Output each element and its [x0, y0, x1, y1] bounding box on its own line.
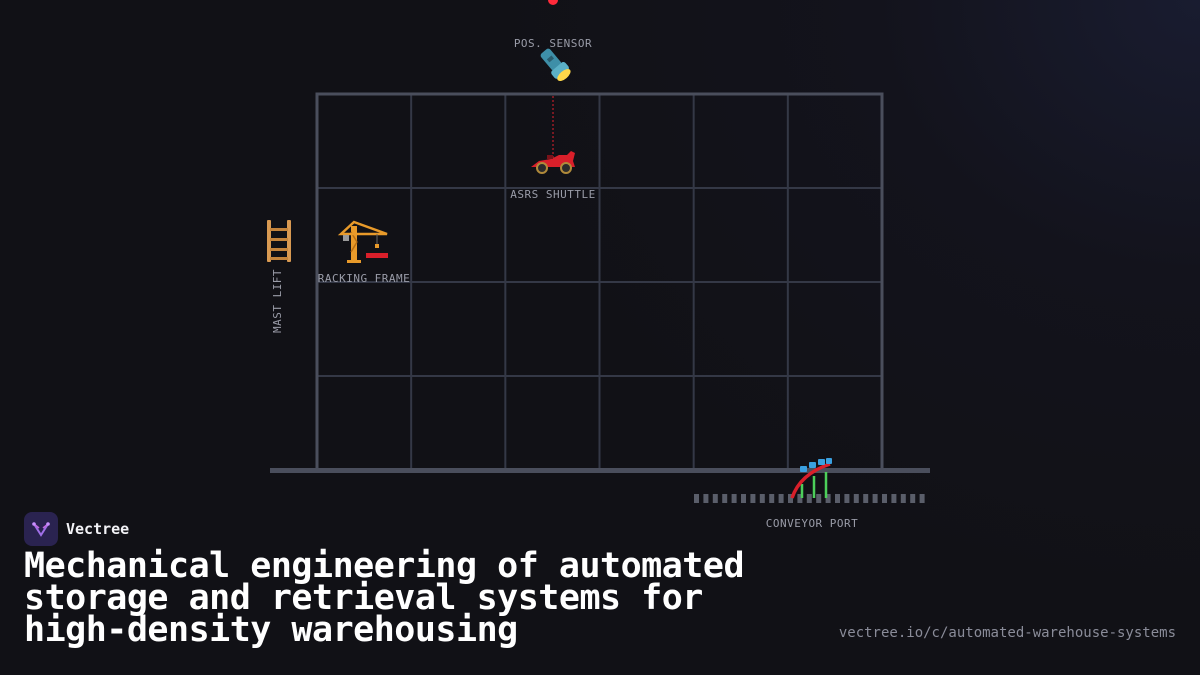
conveyor-roller	[816, 494, 822, 503]
conveyor-roller	[872, 494, 878, 503]
construction-crane-icon	[337, 220, 388, 263]
racking-grid	[317, 94, 882, 470]
frame-label: RACKING FRAME	[318, 272, 411, 285]
conveyor-label: CONVEYOR PORT	[766, 517, 859, 530]
conveyor-roller	[835, 494, 840, 503]
conveyor-roller	[712, 494, 718, 503]
conveyor-roller	[853, 494, 859, 503]
conveyor-roller	[900, 494, 906, 503]
lift-label: MAST LIFT	[271, 269, 284, 333]
page-url[interactable]: vectree.io/c/automated-warehouse-systems	[838, 625, 1176, 641]
conveyor-belt	[694, 494, 925, 503]
conveyor-roller	[806, 494, 812, 503]
conveyor-roller	[882, 494, 887, 503]
race-car-icon	[531, 151, 575, 174]
brand-name: Vectree	[66, 520, 130, 538]
conveyor-roller	[863, 494, 869, 503]
shuttle-label: ASRS SHUTTLE	[510, 188, 595, 201]
conveyor-roller	[825, 494, 831, 503]
conveyor-roller	[741, 494, 746, 503]
sensor-dot	[548, 0, 558, 5]
conveyor-roller	[910, 494, 916, 503]
brand[interactable]: Vectree	[24, 512, 129, 546]
conveyor-roller	[731, 494, 737, 503]
conveyor-roller	[797, 494, 803, 503]
roller-coaster-icon	[790, 458, 832, 499]
ladder-icon	[267, 220, 291, 262]
conveyor-roller	[694, 494, 699, 503]
conveyor-roller	[769, 494, 775, 503]
sensor-label: POS. SENSOR	[514, 37, 592, 50]
vectree-logo-icon	[24, 512, 58, 546]
conveyor-roller	[844, 494, 850, 503]
conveyor-roller	[778, 494, 784, 503]
conveyor-roller	[722, 494, 728, 503]
conveyor-roller	[919, 494, 925, 503]
flashlight-icon	[540, 48, 571, 82]
conveyor-roller	[788, 494, 793, 503]
floor-rail	[270, 468, 930, 473]
conveyor-roller	[750, 494, 756, 503]
conveyor-roller	[891, 494, 897, 503]
conveyor-roller	[759, 494, 765, 503]
page-title: Mechanical engineering of automated stor…	[24, 546, 745, 650]
conveyor-roller	[703, 494, 709, 503]
